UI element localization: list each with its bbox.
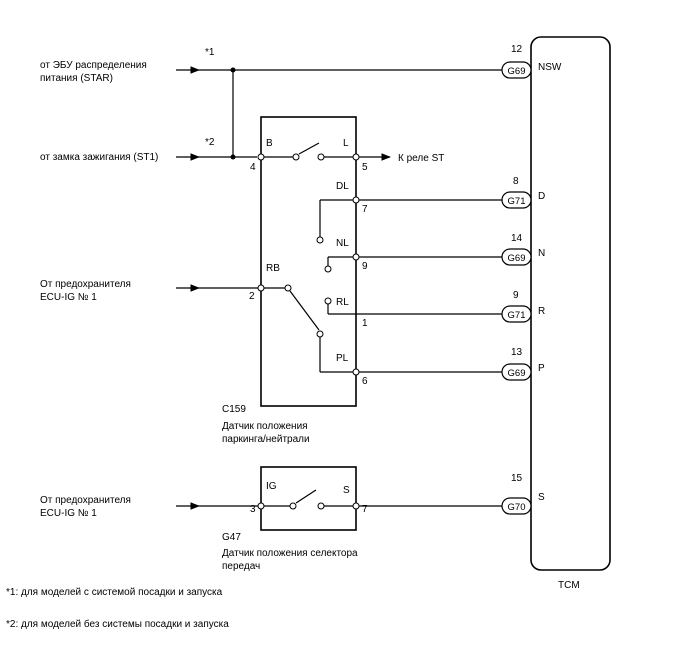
pnp-switch-name-line1: Датчик положения xyxy=(222,421,308,432)
tcm-terminal: R xyxy=(538,306,545,317)
selector-sensor-name-line2: передач xyxy=(222,561,260,572)
contact-b xyxy=(292,153,300,161)
pin-5-label: 5 xyxy=(362,162,368,173)
connector-label: G71 xyxy=(508,310,526,321)
connector-badge xyxy=(501,363,532,381)
junction-dot xyxy=(230,67,236,73)
pin-6-terminal xyxy=(352,368,360,376)
source-ecu-star-line2: питания (STAR) xyxy=(40,73,113,84)
switch-blade-bl xyxy=(298,142,320,155)
contact-dl xyxy=(316,236,324,244)
pnp-switch-name-line2: паркинга/нейтрали xyxy=(222,434,310,445)
pin-3-terminal xyxy=(257,502,265,510)
pnp-switch-code: C159 xyxy=(222,404,246,415)
term-s: S xyxy=(343,485,350,496)
pin-7-sel-terminal xyxy=(352,502,360,510)
connector-label: G69 xyxy=(508,368,526,379)
contact-ig xyxy=(289,502,297,510)
pin-6-label: 6 xyxy=(362,376,368,387)
tcm-terminal: D xyxy=(538,191,545,202)
tcm-terminal: N xyxy=(538,248,545,259)
selector-sensor-name-line1: Датчик положения селектора xyxy=(222,548,358,559)
source-ignition: от замка зажигания (ST1) xyxy=(40,152,158,163)
tcm-pin-number: 15 xyxy=(511,473,523,484)
term-rb: RB xyxy=(266,263,280,274)
connector-label: G70 xyxy=(508,502,526,513)
footnote-1: *1: для моделей с системой посадки и зап… xyxy=(6,587,223,598)
switch-blade-ig xyxy=(295,489,317,504)
contact-pl xyxy=(316,330,324,338)
source-fuse2-line1: От предохранителя xyxy=(40,495,131,506)
pin-2-terminal xyxy=(257,284,265,292)
connector-label: G69 xyxy=(508,66,526,77)
term-ig: IG xyxy=(266,481,277,492)
footnote-2: *2: для моделей без системы посадки и за… xyxy=(6,618,229,630)
term-rl: RL xyxy=(336,297,349,308)
term-nl: NL xyxy=(336,238,349,249)
pin-7-sel-label: 7 xyxy=(362,504,368,515)
tcm-terminal: P xyxy=(538,363,545,374)
pin-9-terminal xyxy=(352,253,360,261)
pin-9-label: 9 xyxy=(362,261,368,272)
connector-label: G71 xyxy=(508,196,526,207)
term-pl: PL xyxy=(336,353,349,364)
note-marker-2: *2 xyxy=(205,137,215,148)
tcm-pin-number: 9 xyxy=(513,290,519,301)
source-fuse2-line2: ECU-IG № 1 xyxy=(40,508,97,519)
pin-4-label: 4 xyxy=(250,162,256,173)
contact-rl xyxy=(324,297,332,305)
connector-badge xyxy=(501,305,532,323)
term-b: B xyxy=(266,138,273,149)
tcm-label: TCM xyxy=(558,580,580,591)
term-l: L xyxy=(343,138,349,149)
selector-sensor-code: G47 xyxy=(222,532,241,543)
contact-nl xyxy=(324,265,332,273)
to-relay-label: К реле ST xyxy=(398,153,444,164)
pin-4-terminal xyxy=(257,153,265,161)
contact-l xyxy=(317,153,325,161)
connector-badge xyxy=(501,248,532,266)
contact-s xyxy=(317,502,325,510)
note-marker-1: *1 xyxy=(205,47,215,58)
tcm-box xyxy=(530,36,611,571)
tcm-terminal: NSW xyxy=(538,62,562,73)
selector-sensor-box xyxy=(260,466,357,531)
tcm-pin-number: 14 xyxy=(511,233,523,244)
pin-3-label: 3 xyxy=(250,504,256,515)
pin-1-label: 1 xyxy=(362,318,368,329)
connector-badge xyxy=(501,191,532,209)
tcm-terminal: S xyxy=(538,492,545,503)
pin-5-terminal xyxy=(352,153,360,161)
source-fuse1-line1: От предохранителя xyxy=(40,279,131,290)
tcm-pin-number: 12 xyxy=(511,44,523,55)
connector-badge xyxy=(501,497,532,515)
switch-blade-rb xyxy=(289,290,320,331)
connector-label: G69 xyxy=(508,253,526,264)
tcm-pin-number: 13 xyxy=(511,347,523,358)
tcm-pin-number: 8 xyxy=(513,176,519,187)
pin-7-label: 7 xyxy=(362,204,368,215)
source-fuse1-line2: ECU-IG № 1 xyxy=(40,292,97,303)
source-ecu-star-line1: от ЭБУ распределения xyxy=(40,60,147,71)
pin-7-terminal xyxy=(352,196,360,204)
contact-rb xyxy=(284,284,292,292)
connector-badge xyxy=(501,61,532,79)
pin-2-label: 2 xyxy=(249,291,255,302)
term-dl: DL xyxy=(336,181,349,192)
pnp-switch-box xyxy=(260,116,357,407)
